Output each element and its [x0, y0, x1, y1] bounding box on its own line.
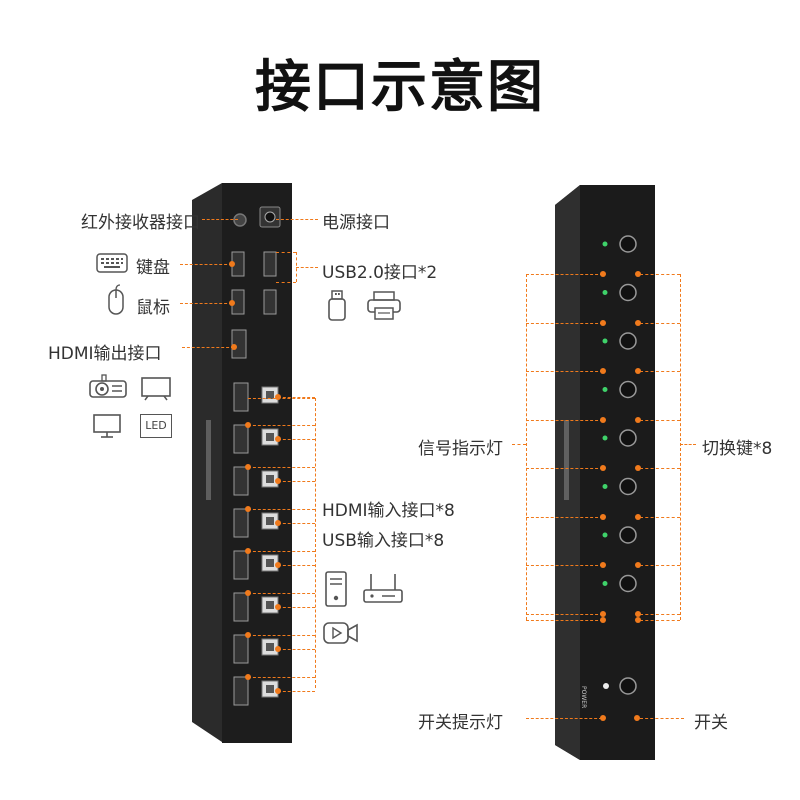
switch-button-8[interactable] [620, 576, 636, 592]
led-screen-icon: LED [140, 414, 172, 438]
label-power-port: 电源接口 [322, 208, 390, 233]
hdmi-in-port-1 [234, 383, 248, 411]
video-camera-icon [322, 620, 360, 646]
leader-power [276, 219, 318, 220]
signal-led-6 [603, 484, 608, 489]
leader-ir [202, 219, 238, 220]
label-usb20: USB2.0接口*2 [322, 258, 437, 283]
switch-button-5[interactable] [620, 430, 636, 446]
signal-led-1 [603, 242, 608, 247]
usb2-port-2 [264, 290, 276, 314]
keyboard-icon [96, 253, 128, 273]
leader-power-led [526, 718, 602, 719]
label-switch-keys: 切换键*8 [702, 434, 772, 459]
hdmi-in-port-8 [234, 677, 248, 705]
leader-power-switch [640, 718, 684, 719]
leader-inputs-bracket [315, 398, 316, 688]
switch-button-6[interactable] [620, 479, 636, 495]
label-mouse: 鼠标 [136, 293, 170, 318]
label-ir: 红外接收器接口 [40, 208, 200, 233]
label-hdmi-in: HDMI输入接口*8 [322, 496, 455, 521]
leader-usb20 [296, 267, 318, 268]
leader-hdmi-out [182, 347, 234, 348]
leader-keyboard [180, 264, 232, 265]
monitor-icon [92, 413, 122, 439]
signal-led-8 [603, 581, 608, 586]
signal-led-3 [603, 339, 608, 344]
ir-receiver-port [234, 214, 246, 226]
power-text: POWER [580, 686, 587, 708]
label-power-led: 开关提示灯 [418, 708, 503, 733]
hdmi-in-port-7 [234, 635, 248, 663]
hdmi-in-port-3 [234, 467, 248, 495]
pc-tower-icon [324, 570, 348, 608]
switch-button-4[interactable] [620, 382, 636, 398]
usb2-port-1 [264, 252, 276, 276]
hdmi-in-port-2 [234, 425, 248, 453]
label-keyboard: 键盘 [136, 253, 170, 278]
signal-led-2 [603, 290, 608, 295]
signal-led-5 [603, 436, 608, 441]
router-icon [362, 572, 404, 606]
mouse-icon [106, 284, 126, 318]
leader-mouse [180, 303, 232, 304]
label-usb-in: USB输入接口*8 [322, 526, 444, 551]
switch-button-1[interactable] [620, 236, 636, 252]
power-led [603, 683, 609, 689]
switch-button-3[interactable] [620, 333, 636, 349]
power-switch[interactable] [620, 678, 636, 694]
usb-drive-icon [326, 290, 348, 322]
hdmi-in-port-6 [234, 593, 248, 621]
hdmi-in-port-5 [234, 551, 248, 579]
switch-button-7[interactable] [620, 527, 636, 543]
projector-icon [88, 372, 130, 402]
signal-led-4 [603, 387, 608, 392]
printer-icon [366, 290, 402, 322]
signal-led-7 [603, 533, 608, 538]
tv-icon [140, 376, 172, 402]
label-power-switch: 开关 [694, 708, 728, 733]
label-hdmi-out: HDMI输出接口 [48, 339, 162, 364]
hdmi-in-port-4 [234, 509, 248, 537]
device-front [192, 183, 292, 743]
switch-button-2[interactable] [620, 285, 636, 301]
label-indicator: 信号指示灯 [418, 434, 503, 459]
